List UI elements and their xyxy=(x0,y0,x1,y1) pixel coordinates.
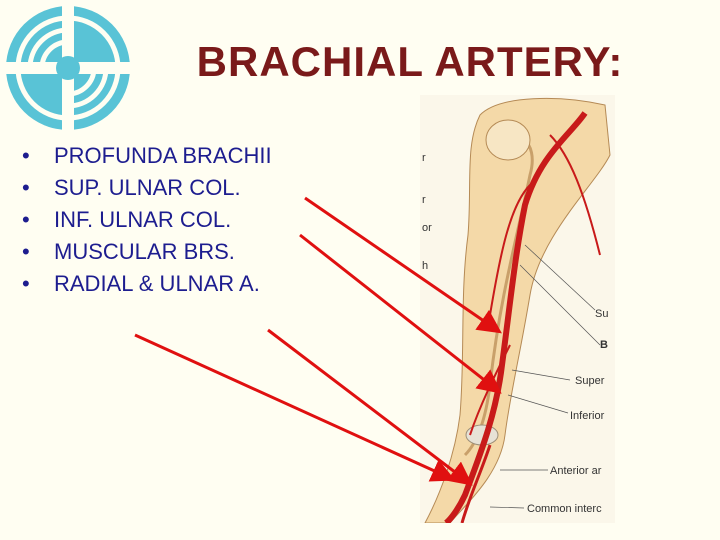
bullet-text: MUSCULAR BRS. xyxy=(54,239,235,264)
bullet-list: • PROFUNDA BRACHII • SUP. ULNAR COL. • INF.… xyxy=(22,140,272,300)
figure-label: Common interc xyxy=(527,503,602,515)
bullet-dot-icon: • xyxy=(22,207,30,232)
bullet-text: SUP. ULNAR COL. xyxy=(54,175,241,200)
figure-label: Anterior ar xyxy=(550,465,602,477)
bullet-item: • PROFUNDA BRACHII xyxy=(22,140,272,172)
figure-label: B xyxy=(600,339,608,351)
logo-mark xyxy=(4,4,132,132)
figure-label: r xyxy=(422,152,426,164)
arrow-ulnar xyxy=(134,333,456,482)
bullet-text: PROFUNDA BRACHII xyxy=(54,143,272,168)
arm-illustration-svg: r r or h Su B Super Inferior Anterior ar… xyxy=(420,95,615,526)
bullet-dot-icon: • xyxy=(22,143,30,168)
bullet-text: RADIAL & ULNAR A. xyxy=(54,271,260,296)
bullet-dot-icon: • xyxy=(22,239,30,264)
bullet-text: INF. ULNAR COL. xyxy=(54,207,232,232)
logo xyxy=(0,0,135,135)
bullet-item: • INF. ULNAR COL. xyxy=(22,204,272,236)
figure-label: Inferior xyxy=(570,410,605,422)
bullet-dot-icon: • xyxy=(22,271,30,296)
arm-anatomy-illustration: r r or h Su B Super Inferior Anterior ar… xyxy=(420,95,615,526)
figure-label: or xyxy=(422,222,432,234)
bullet-item: • SUP. ULNAR COL. xyxy=(22,172,272,204)
bullet-dot-icon: • xyxy=(22,175,30,200)
bullet-item: • MUSCULAR BRS. xyxy=(22,236,272,268)
figure-label: Su xyxy=(595,308,608,320)
bullet-item: • RADIAL & ULNAR A. xyxy=(22,268,272,300)
slide-title: BRACHIAL ARTERY: xyxy=(196,38,624,85)
figure-label: h xyxy=(422,260,428,272)
figure-label: r xyxy=(422,194,426,206)
figure-label: Super xyxy=(575,375,605,387)
